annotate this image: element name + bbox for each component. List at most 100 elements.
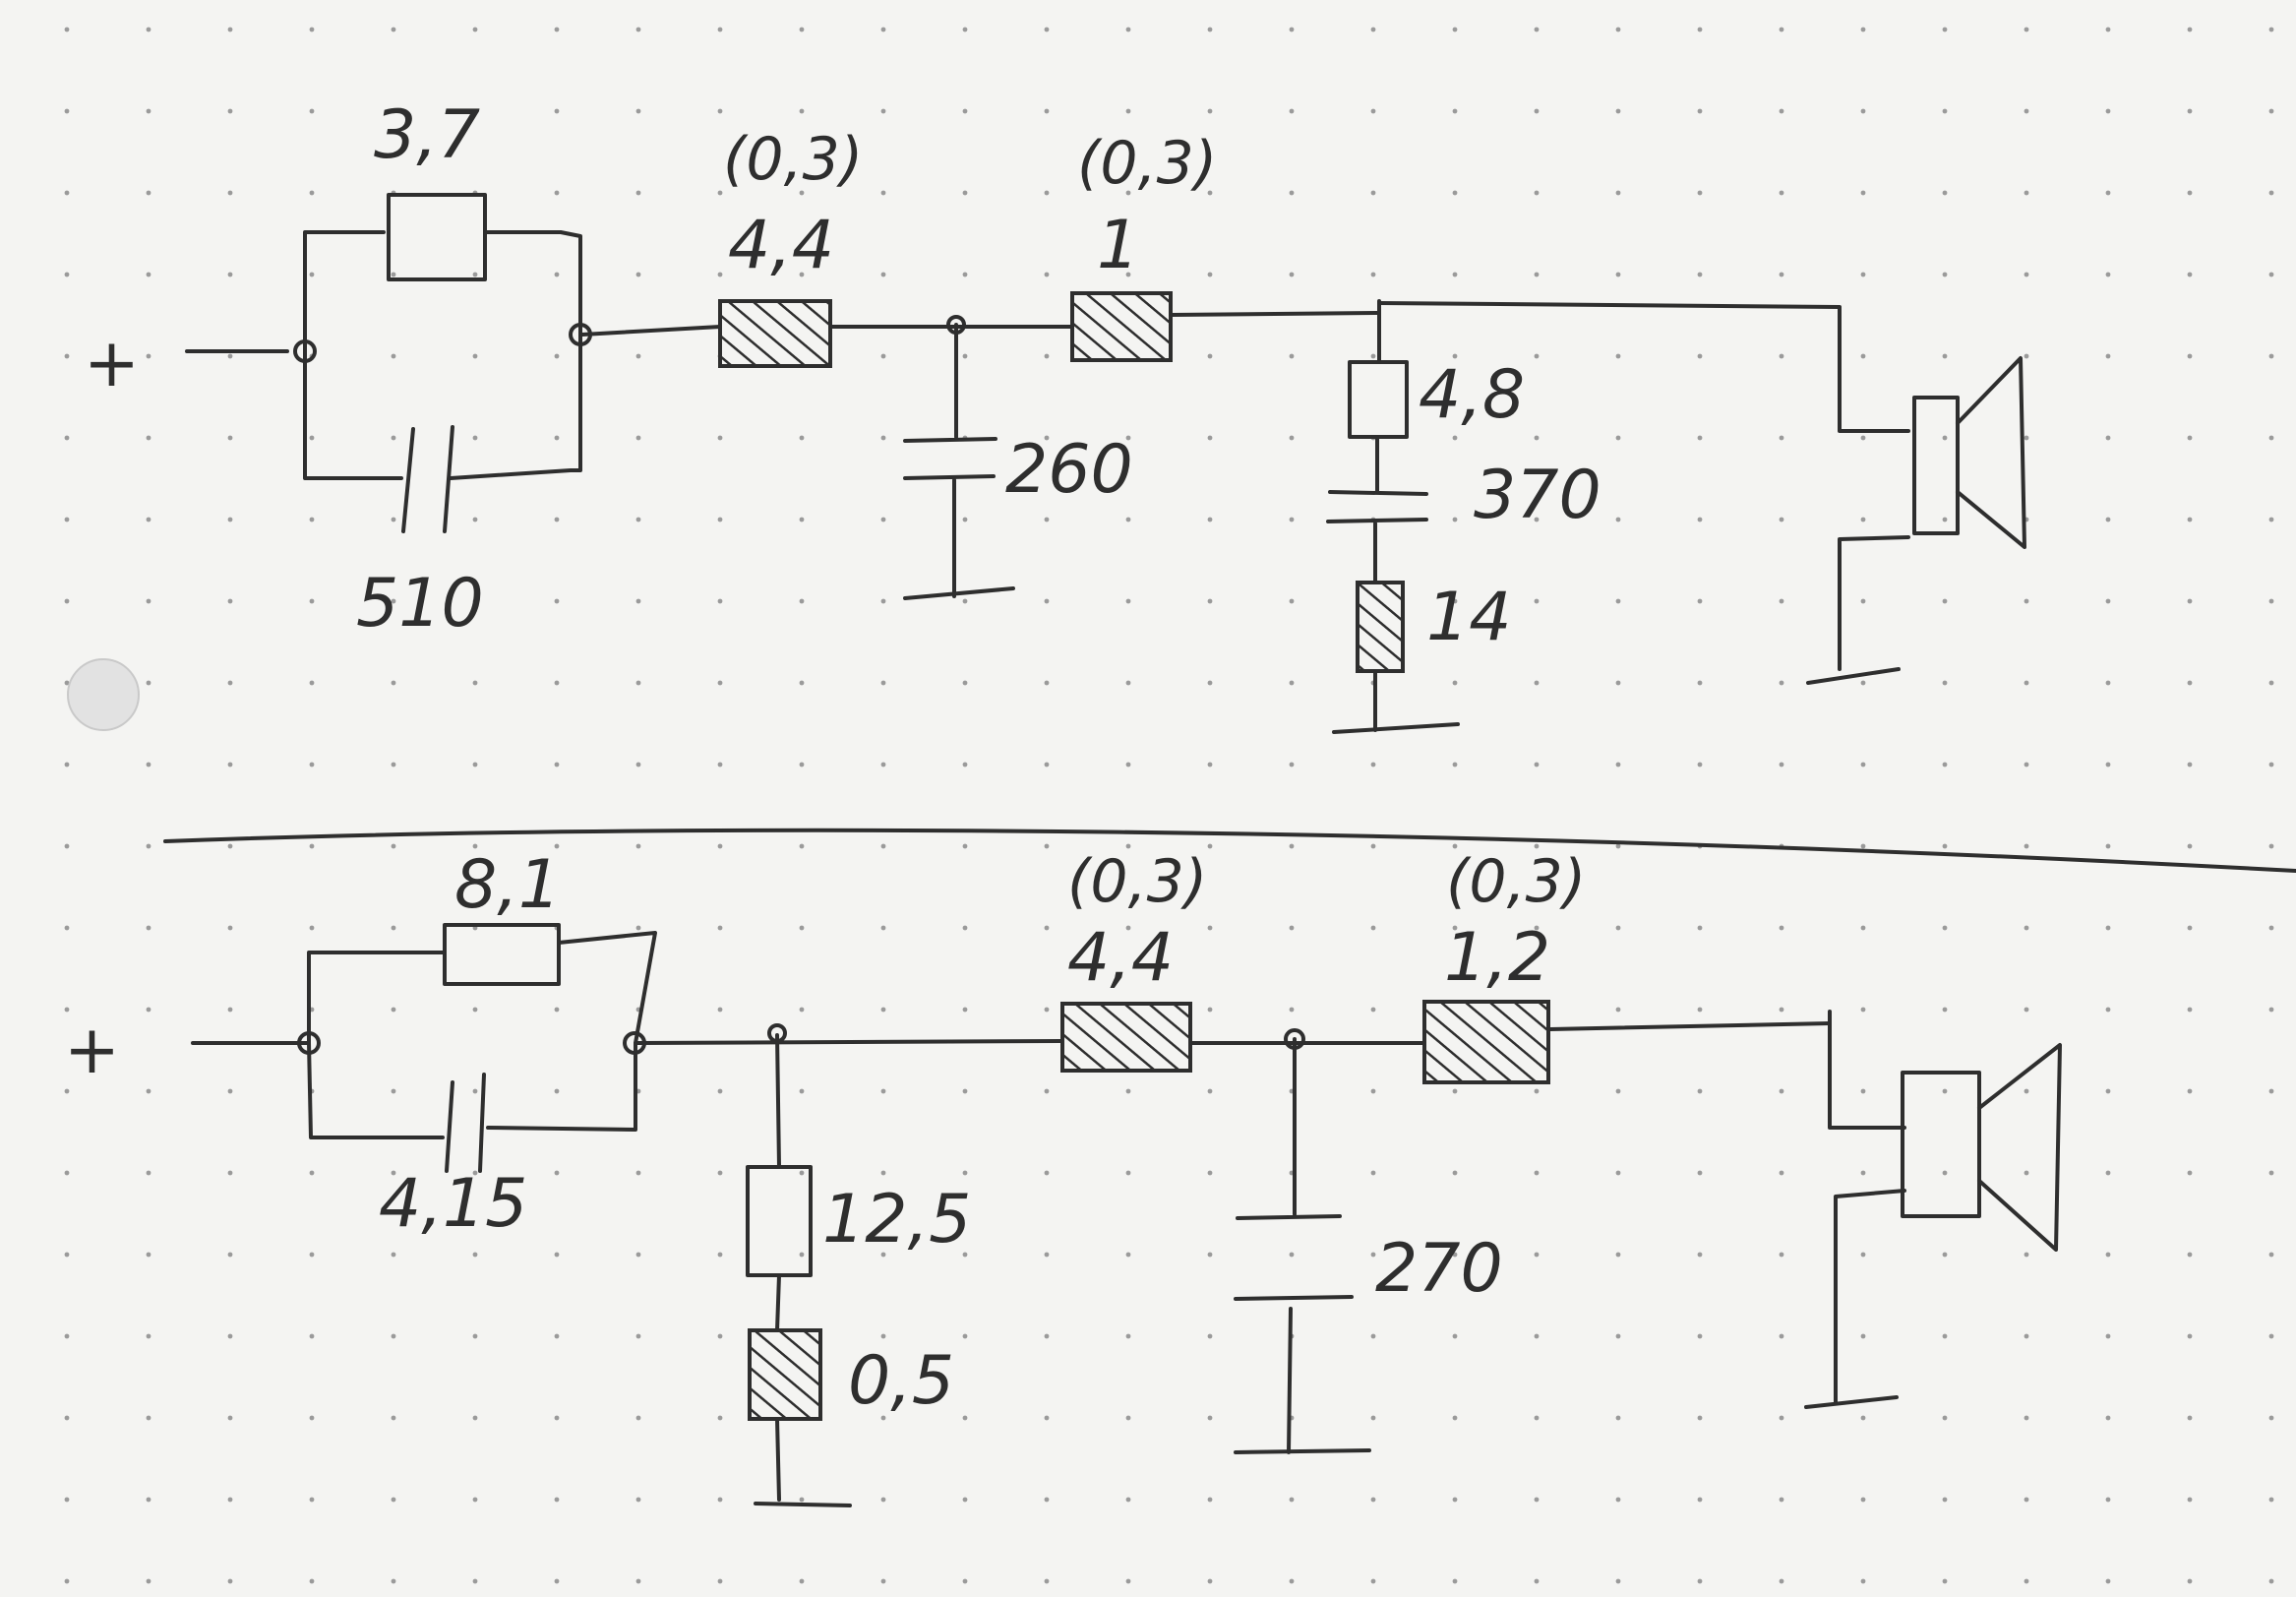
grid-dot	[962, 27, 968, 32]
grid-dot	[1289, 680, 1295, 686]
grid-dot	[635, 925, 641, 931]
grid-dot	[1779, 108, 1784, 114]
grid-dot	[2268, 1415, 2274, 1421]
grid-dot	[1125, 680, 1131, 686]
grid-dot	[1370, 1578, 1376, 1584]
grid-dot	[1615, 1497, 1621, 1503]
grid-dot	[1534, 762, 1540, 768]
series-inductor-1-label: 4,4	[728, 207, 834, 284]
grid-dot	[1697, 272, 1703, 277]
grid-dot	[1860, 272, 1866, 277]
grid-dot	[717, 1578, 723, 1584]
grid-dot	[1370, 762, 1376, 768]
shunt-inductor	[748, 1328, 822, 1421]
notch-inductor	[1356, 581, 1405, 673]
grid-dot	[227, 190, 233, 196]
grid-dot	[635, 1170, 641, 1176]
grid-dot	[1534, 517, 1540, 522]
grid-dot	[1289, 272, 1295, 277]
bridge-capacitor	[401, 425, 454, 533]
grid-dot	[554, 1007, 560, 1013]
grid-dot	[1779, 353, 1784, 359]
grid-dot	[227, 843, 233, 849]
grid-dot	[64, 598, 70, 604]
grid-dot	[1207, 762, 1213, 768]
grid-dot	[880, 517, 886, 522]
grid-dot	[880, 1170, 886, 1176]
grid-dot	[1860, 1578, 1866, 1584]
grid-dot	[391, 1007, 396, 1013]
grid-dot	[64, 435, 70, 441]
grid-dot	[309, 843, 315, 849]
grid-dot	[1044, 1252, 1050, 1258]
shunt-capacitor	[903, 323, 1015, 600]
grid-dot	[146, 1088, 151, 1094]
grid-dot	[1615, 1333, 1621, 1339]
grid-dot	[2024, 435, 2029, 441]
grid-dot	[717, 1252, 723, 1258]
grid-dot	[1452, 925, 1458, 931]
bridge-resistor	[443, 923, 561, 986]
grid-dot	[880, 1088, 886, 1094]
grid-dot	[1615, 1007, 1621, 1013]
grid-dot	[554, 272, 560, 277]
shunt-rl-branch-wire	[754, 1033, 852, 1507]
series-inductor-2-label: 1,2	[1444, 919, 1550, 997]
grid-dot	[717, 843, 723, 849]
grid-dot	[1779, 27, 1784, 32]
grid-dot	[227, 1578, 233, 1584]
grid-dot	[1207, 925, 1213, 931]
grid-dot	[635, 1578, 641, 1584]
grid-dot	[1779, 190, 1784, 196]
series-inductor-1-dcr-label: (0,3)	[723, 125, 863, 194]
grid-dot	[1370, 925, 1376, 931]
grid-dot	[1942, 272, 1948, 277]
grid-dot	[1044, 1007, 1050, 1013]
notch-resistor-label: 4,8	[1419, 356, 1525, 434]
grid-dot	[635, 517, 641, 522]
grid-dot	[880, 190, 886, 196]
grid-dot	[1534, 1497, 1540, 1503]
grid-dot	[2105, 435, 2111, 441]
grid-dot	[1370, 272, 1376, 277]
grid-dot	[391, 925, 396, 931]
grid-dot	[2024, 1578, 2029, 1584]
grid-dot	[2268, 843, 2274, 849]
grid-dot	[1942, 1415, 1948, 1421]
grid-dot	[2187, 680, 2193, 686]
grid-dot	[64, 762, 70, 768]
grid-dot	[1860, 27, 1866, 32]
grid-dot	[1779, 1578, 1784, 1584]
grid-dot	[554, 1088, 560, 1094]
grid-dot	[146, 925, 151, 931]
grid-dot	[2105, 1007, 2111, 1013]
grid-dot	[1860, 762, 1866, 768]
grid-dot	[472, 1088, 478, 1094]
grid-dot	[962, 1252, 968, 1258]
grid-dot	[1615, 353, 1621, 359]
grid-dot	[717, 108, 723, 114]
grid-dot	[635, 190, 641, 196]
grid-dot	[2024, 1252, 2029, 1258]
grid-dot	[1942, 1333, 1948, 1339]
grid-dot	[799, 272, 805, 277]
grid-dot	[472, 1415, 478, 1421]
bridge-resistor	[387, 193, 487, 281]
grid-dot	[2268, 353, 2274, 359]
grid-dot	[1534, 1333, 1540, 1339]
grid-dot	[1615, 1170, 1621, 1176]
grid-dot	[962, 598, 968, 604]
grid-dot	[1942, 843, 1948, 849]
grid-dot	[1370, 1497, 1376, 1503]
grid-dot	[1452, 108, 1458, 114]
speaker-wire	[1804, 1010, 1906, 1409]
grid-dot	[309, 1497, 315, 1503]
grid-dot	[717, 1170, 723, 1176]
grid-dot	[227, 598, 233, 604]
grid-dot	[1779, 925, 1784, 931]
grid-dot	[391, 272, 396, 277]
grid-dot	[1779, 762, 1784, 768]
grid-dot	[309, 680, 315, 686]
grid-dot	[717, 598, 723, 604]
grid-dot	[64, 925, 70, 931]
